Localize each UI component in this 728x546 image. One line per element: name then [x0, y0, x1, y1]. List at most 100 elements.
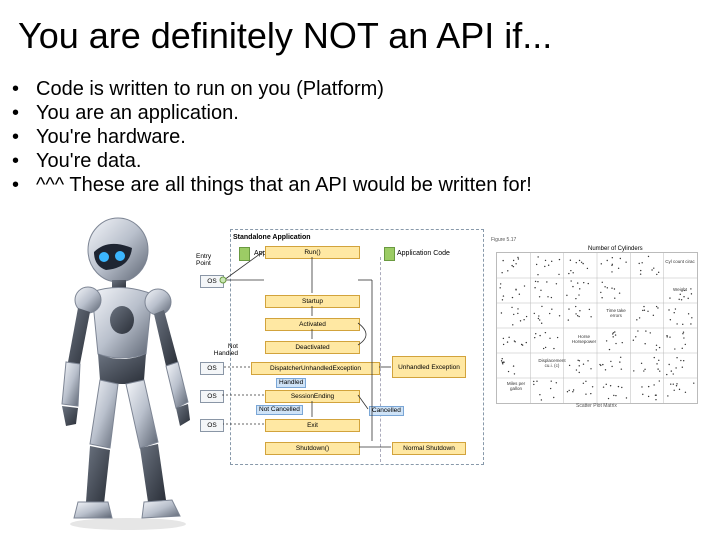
scatter-dot	[668, 363, 670, 366]
scatter-dot	[537, 274, 539, 276]
scatter-dot	[687, 313, 690, 315]
scatter-dot	[611, 264, 613, 267]
not-cancelled-label: Not Cancelled	[256, 405, 303, 415]
scatter-dot	[537, 317, 540, 320]
scatter-dot	[542, 347, 545, 350]
scatter-dot	[535, 263, 538, 266]
handled-label: Handled	[276, 378, 307, 388]
scatter-dot	[619, 257, 622, 260]
scatter-dot	[499, 283, 502, 285]
slide-title: You are definitely NOT an API if...	[18, 15, 553, 56]
figure-bottom-caption: Scatter Plot Matrix	[576, 403, 617, 409]
scatter-dot	[609, 385, 612, 387]
scatter-dot	[611, 257, 614, 259]
scatter-dot	[604, 286, 606, 288]
scatter-dot	[617, 385, 620, 388]
scatter-dot	[544, 346, 547, 349]
scatter-dot	[507, 370, 510, 373]
bullet-dot: •	[12, 102, 20, 124]
scatter-dot	[501, 299, 504, 301]
scatter-dot	[556, 336, 559, 339]
scatter-dot	[612, 336, 614, 338]
scatter-dot	[668, 309, 670, 311]
scatter-dot	[536, 380, 538, 382]
scatter-dot	[602, 386, 605, 388]
scatter-plot-matrix-figure: Figure 5.17 Number of Cylinders Cyl coun…	[488, 233, 710, 415]
scatter-dot	[681, 347, 683, 350]
scatter-dot	[643, 309, 646, 311]
scatter-dot	[659, 370, 661, 372]
scatter-dot	[572, 391, 574, 393]
scatter-dot	[693, 382, 695, 384]
scatter-dot	[555, 382, 558, 384]
scatter-dot	[666, 373, 668, 376]
scatter-dot	[601, 281, 603, 283]
scatter-dot	[653, 356, 655, 359]
scatter-dot	[649, 332, 651, 334]
scatter-dot	[655, 399, 657, 401]
scatter-dot	[639, 273, 642, 275]
scatter-dot	[678, 298, 680, 301]
bullet-text: You're hardware.	[36, 126, 186, 148]
scatter-dot	[575, 369, 578, 371]
unhandled-exception-box: Unhandled Exception	[392, 356, 466, 378]
scatter-dot	[586, 267, 589, 270]
step-shutdown: Shutdown()	[265, 442, 360, 455]
scatter-dot	[523, 319, 525, 321]
scatter-dot	[566, 391, 569, 393]
scatter-dot	[669, 297, 671, 299]
scatter-dot	[506, 341, 509, 343]
scatter-dot	[579, 310, 581, 312]
scatter-dot	[672, 383, 674, 385]
scatter-dot	[674, 308, 677, 310]
scatter-dot	[619, 356, 622, 358]
scatter-dot	[653, 267, 655, 269]
scatter-dot	[611, 287, 613, 289]
scatter-dot	[583, 281, 585, 284]
scatter-dot	[502, 337, 505, 340]
scatter-dot	[553, 347, 555, 350]
scatter-dot	[578, 315, 580, 318]
robot-image	[61, 217, 190, 530]
scatter-dot	[672, 373, 674, 375]
scatter-dot	[502, 361, 504, 363]
scatter-dot	[547, 264, 550, 266]
scatter-dot	[647, 385, 650, 388]
bullet-item: •You're hardware.	[12, 125, 532, 149]
scatter-dot	[613, 288, 616, 290]
scatter-dot	[541, 305, 543, 308]
scatter-dot	[585, 380, 587, 382]
step-run: Run()	[265, 246, 360, 259]
scatter-dot	[615, 394, 617, 397]
scatter-dot	[537, 281, 539, 283]
bullet-text: Code is written to run on you (Platform)	[36, 78, 384, 100]
bullet-item: •You are an application.	[12, 101, 532, 125]
scatter-dot	[642, 309, 644, 312]
scatter-dot	[673, 312, 675, 314]
os-box: OS	[200, 419, 224, 432]
scatter-dot	[641, 386, 643, 388]
scatter-dot	[579, 288, 581, 290]
scatter-dot	[640, 269, 642, 272]
scatter-dot	[625, 397, 628, 399]
scatter-dot	[568, 389, 570, 392]
scatter-dot	[544, 259, 547, 262]
scatter-dot	[568, 272, 570, 275]
scatter-dot	[511, 306, 513, 309]
scatter-dot	[605, 340, 608, 342]
scatter-dot	[615, 342, 617, 345]
scatter-dot	[655, 394, 657, 396]
scatter-dot	[670, 370, 673, 372]
scatter-dot	[675, 367, 677, 369]
bullet-dot: •	[12, 174, 20, 196]
step-startup: Startup	[265, 295, 360, 308]
scatter-dot	[512, 259, 515, 262]
scatter-dot	[679, 293, 681, 296]
scatter-dot	[580, 261, 583, 263]
scatter-dot	[590, 368, 592, 370]
figure-title: Number of Cylinders	[588, 246, 643, 252]
scatter-dot	[682, 331, 685, 333]
scatter-dot	[544, 331, 547, 334]
scatter-dot	[621, 341, 623, 344]
scatter-dot	[567, 319, 570, 321]
